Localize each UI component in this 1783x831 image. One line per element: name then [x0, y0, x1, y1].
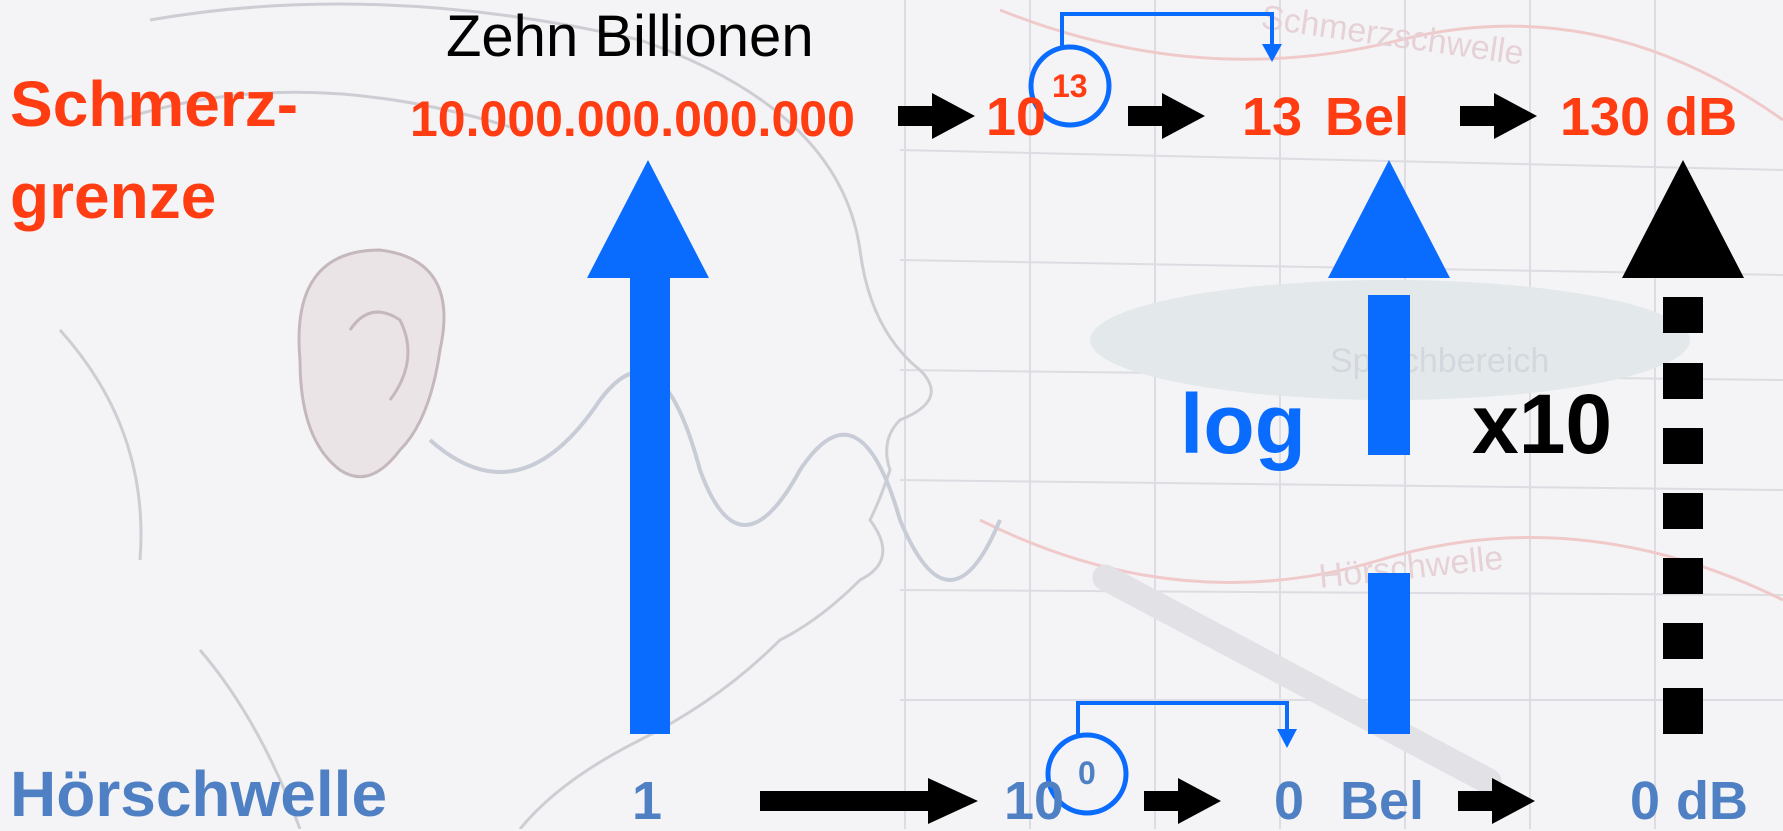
bottom-arrow-1	[760, 778, 978, 824]
bottom-db-number: 0	[1630, 771, 1661, 831]
intensity-arrow-shaft	[630, 268, 670, 734]
bottom-power-base: 10	[1004, 771, 1065, 831]
bottom-arrow-3	[1458, 778, 1535, 824]
hearing-threshold-label: Hörschwelle	[10, 758, 388, 830]
pain-threshold-label-line1: Schmerz-	[10, 68, 299, 140]
head-profile	[58, 2, 933, 829]
bottom-row-arrows	[760, 778, 1535, 824]
top-exponent-circle	[1028, 44, 1112, 128]
sound-wave	[428, 370, 1002, 582]
bottom-intensity-value: 1	[632, 771, 663, 831]
top-exponent: 13	[1052, 68, 1088, 104]
ten-trillion-caption: Zehn Billionen	[446, 4, 814, 69]
x10-arrow-dots	[1663, 297, 1703, 734]
bottom-exponent-bracket	[1076, 701, 1289, 734]
speech-area-label: Sprachbereich	[1330, 342, 1549, 380]
pain-curve	[999, 8, 1783, 122]
tuning-rod	[1092, 564, 1502, 795]
pain-threshold-label-line2: grenze	[10, 160, 217, 232]
top-row-arrows	[898, 93, 1537, 139]
top-exponent-bracket-tip	[1262, 44, 1282, 62]
top-bel-number: 13	[1242, 87, 1303, 147]
bottom-exponent-bracket-tip	[1277, 729, 1297, 748]
x10-arrow-head	[1622, 160, 1744, 278]
bottom-bel-number: 0	[1274, 771, 1305, 831]
bottom-exponent-circle	[1045, 732, 1129, 816]
bottom-db-unit: dB	[1676, 771, 1748, 831]
log-arrow-segment-bottom	[1368, 573, 1410, 734]
top-arrow-3	[1460, 93, 1537, 139]
top-power-base: 10	[986, 87, 1047, 147]
bottom-bel-unit: Bel	[1340, 771, 1425, 831]
top-db-value: 130 dB	[1560, 87, 1738, 147]
log-label: log	[1180, 377, 1306, 471]
top-arrow-1	[898, 93, 975, 139]
x10-label: x10	[1472, 377, 1613, 471]
top-arrow-2	[1128, 93, 1205, 139]
ear	[297, 248, 446, 479]
top-exponent-bracket	[1060, 12, 1274, 48]
intensity-arrow-head	[587, 160, 709, 278]
top-intensity-value: 10.000.000.000.000	[410, 91, 855, 147]
log-arrow-segment-top	[1368, 295, 1410, 455]
bottom-arrow-2	[1144, 778, 1221, 824]
bottom-exponent: 0	[1078, 755, 1096, 791]
top-bel-unit: Bel	[1325, 87, 1410, 147]
log-arrow-head	[1328, 160, 1450, 278]
